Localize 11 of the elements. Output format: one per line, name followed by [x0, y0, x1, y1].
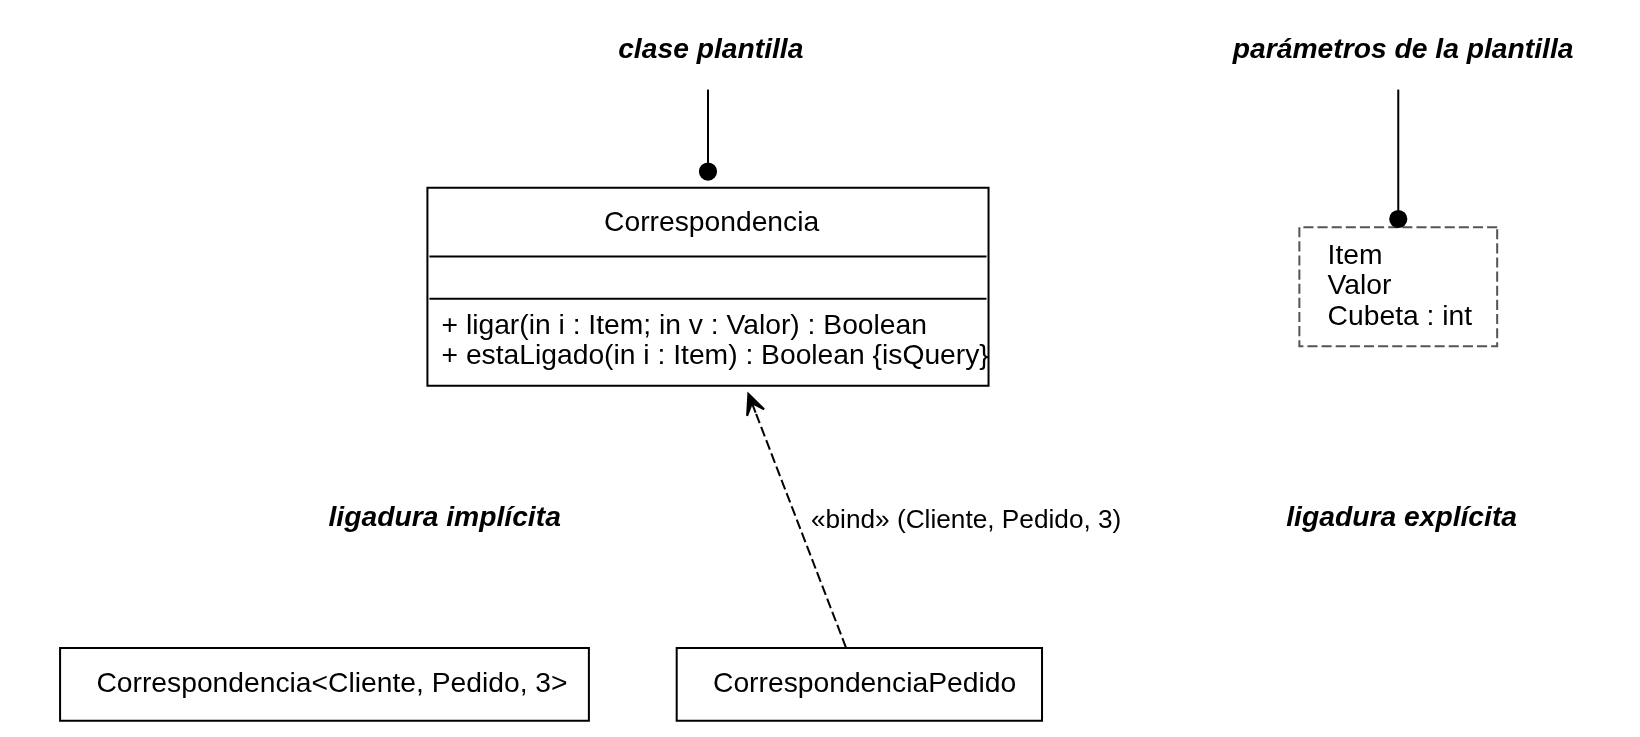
connector [698, 89, 718, 181]
node-box: Correspondencia<Cliente, Pedido, 3> [59, 647, 590, 722]
node-text: parámetros de la plantilla [1232, 32, 1574, 65]
node-box: CorrespondenciaPedido [675, 647, 1044, 722]
node-text: clase plantilla [618, 32, 804, 65]
arrow [746, 392, 847, 648]
edge-label: «bind» (Cliente, Pedido, 3) [810, 503, 1122, 534]
connector [1389, 89, 1408, 229]
label: ligadura explícita [1286, 500, 1518, 533]
node-box: Item Valor Cubeta : int [1298, 226, 1499, 348]
label: ligadura implícita [328, 500, 561, 533]
